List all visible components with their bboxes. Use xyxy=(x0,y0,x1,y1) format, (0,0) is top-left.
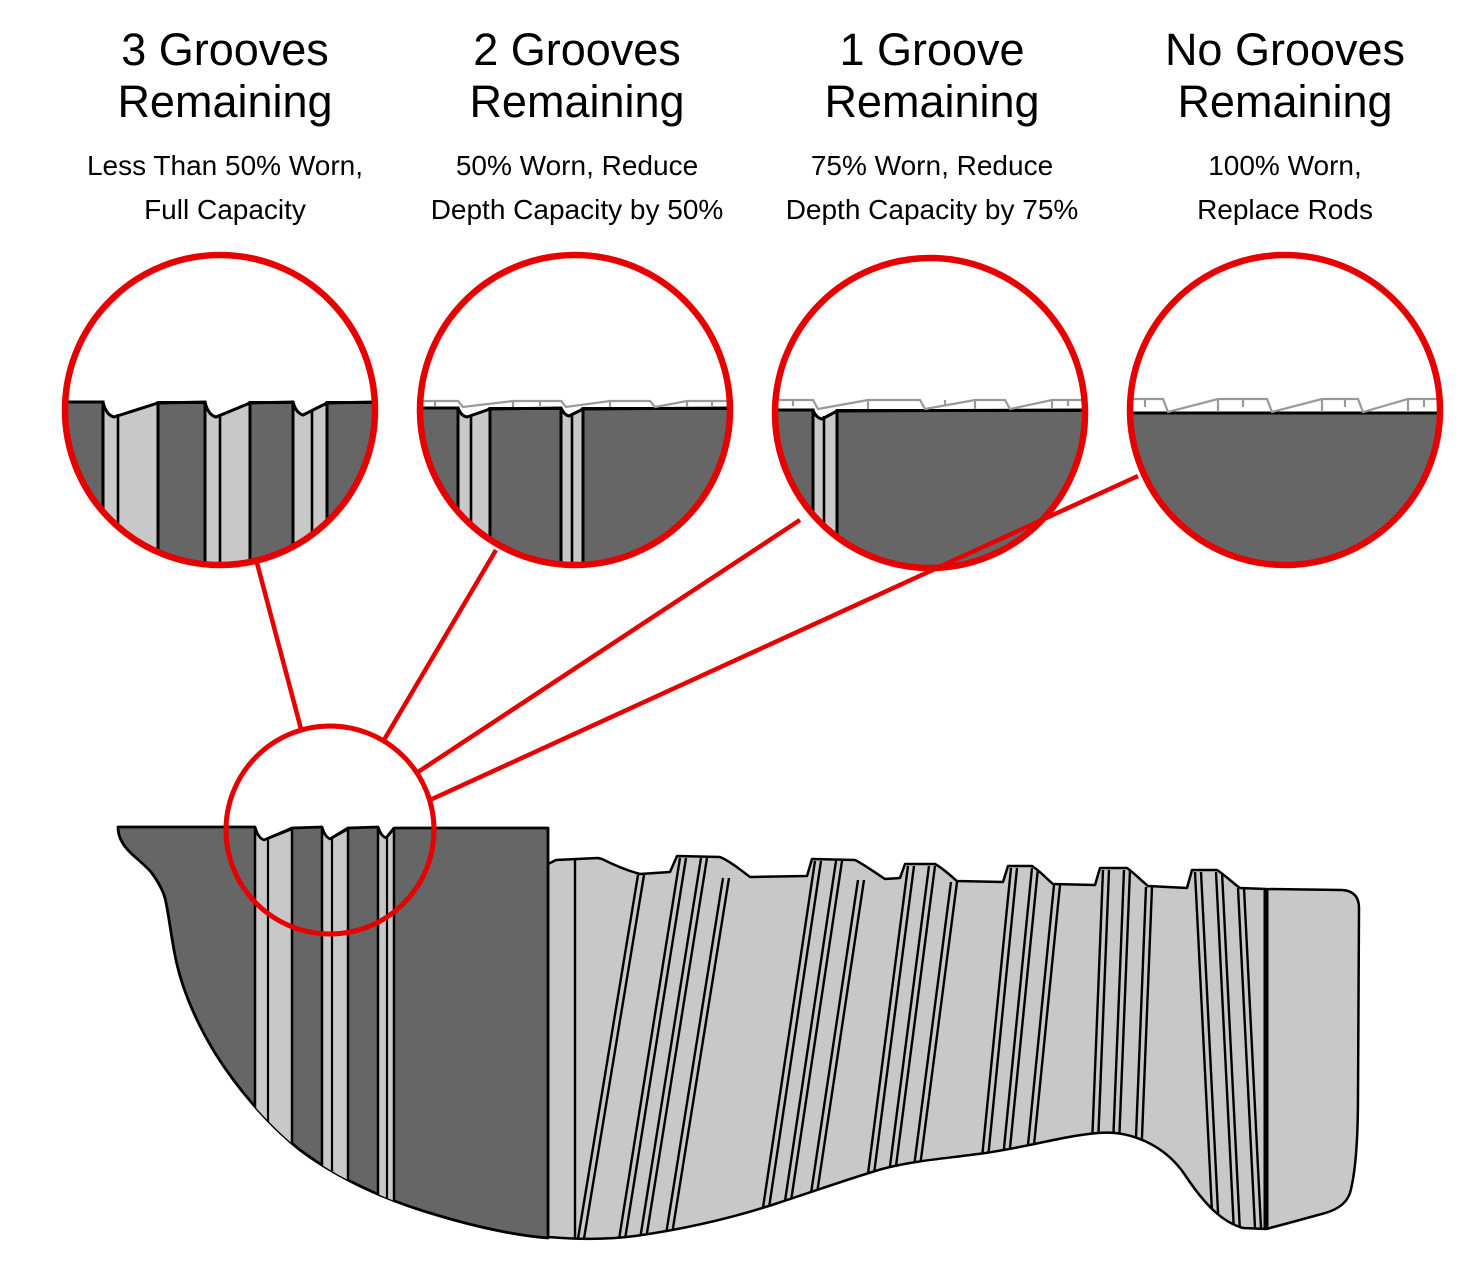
stage-subtitle-line2: Full Capacity xyxy=(144,193,306,225)
stage-title-line2: Remaining xyxy=(824,76,1040,128)
original-profile-ghost xyxy=(775,398,1085,411)
groove-stripe xyxy=(253,827,294,1238)
stage-title-line1: 1 Groove xyxy=(839,24,1025,75)
stage-subtitle-line1: 75% Worn, Reduce xyxy=(810,150,1054,182)
magnifier-ring xyxy=(61,251,379,569)
magnifier-ring xyxy=(416,251,734,569)
callout-line-2-grooves xyxy=(382,548,498,742)
steel-segment xyxy=(1130,411,1440,565)
magnifier-2-grooves xyxy=(416,251,734,569)
steel-segment xyxy=(248,401,295,565)
inspection-circle xyxy=(223,723,437,937)
stage-subtitle-no-grooves: 100% Worn, Replace Rods xyxy=(1100,144,1470,231)
magnifier-no-grooves xyxy=(1126,251,1444,569)
stage-subtitle-line1: 50% Worn, Reduce xyxy=(455,150,699,182)
callout-line-3-grooves xyxy=(254,562,304,730)
wear-surface-profile xyxy=(65,400,375,419)
stage-subtitle-line1: 100% Worn, xyxy=(1208,150,1362,182)
original-profile-ghost xyxy=(420,399,730,409)
stage-title-line1: 2 Grooves xyxy=(473,24,681,75)
magnifier-3-grooves xyxy=(61,251,379,569)
stage-subtitle-3-grooves: Less Than 50% Worn, Full Capacity xyxy=(40,144,410,231)
stage-title-line2: Remaining xyxy=(1177,76,1393,128)
stage-subtitle-line1: Less Than 50% Worn, xyxy=(86,150,363,182)
stage-title-line1: No Grooves xyxy=(1164,24,1406,75)
magnifier-ring xyxy=(1126,251,1444,569)
stage-subtitle-line2: Depth Capacity by 50% xyxy=(430,193,724,225)
wear-surface-profile xyxy=(775,408,1085,421)
stage-subtitle-line2: Depth Capacity by 75% xyxy=(785,193,1079,225)
callout-lines xyxy=(254,473,1139,803)
rod-drawing xyxy=(116,825,1361,1240)
stage-title-line2: Remaining xyxy=(469,76,685,128)
steel-segment xyxy=(156,401,207,565)
groove-stripe xyxy=(320,827,350,1238)
magnifier-1-groove xyxy=(771,254,1089,572)
callout-line-1-groove xyxy=(416,518,802,774)
callout-line-no-grooves xyxy=(429,473,1139,803)
magnifier-ring xyxy=(771,254,1089,572)
stage-subtitle-line2: Replace Rods xyxy=(1197,193,1373,225)
steel-segment xyxy=(581,407,730,565)
original-profile-ghost xyxy=(1130,397,1440,414)
stage-title-line1: 3 Grooves xyxy=(121,24,329,75)
steel-segment xyxy=(488,407,563,565)
wear-surface-profile xyxy=(420,406,730,419)
rod-body-outline xyxy=(546,854,1361,1240)
stage-title-line2: Remaining xyxy=(117,76,333,128)
